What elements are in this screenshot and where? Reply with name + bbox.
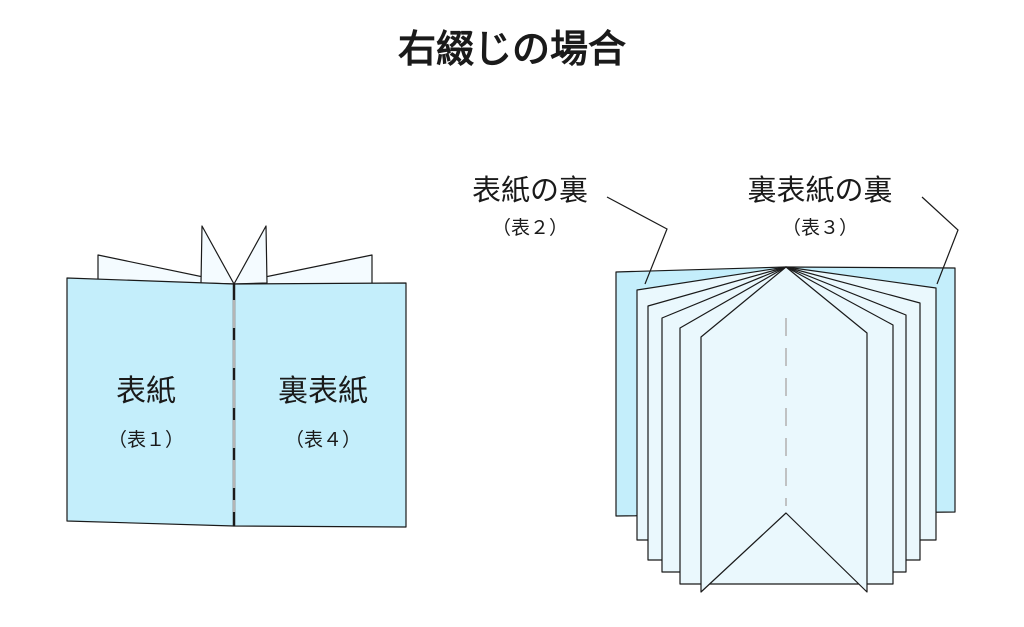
- diagram-title: 右綴じの場合: [398, 27, 626, 71]
- inside-back-cover-sub-label: （表３）: [782, 217, 858, 239]
- back-cover-sub-label: （表４）: [285, 429, 361, 451]
- leader-line-inside-front: [606, 196, 668, 285]
- front-cover-label: 表紙: [116, 374, 176, 409]
- closed-book-illustration: 表紙 （表１） 裏表紙 （表４）: [66, 225, 407, 528]
- page-layer-front: [700, 266, 868, 593]
- open-book-illustration: 表紙の裏 （表２） 裏表紙の裏 （表３）: [472, 173, 959, 593]
- inside-back-cover-label: 裏表紙の裏: [747, 173, 892, 207]
- inside-front-cover-sub-label: （表２）: [492, 217, 568, 239]
- leader-line-inside-back: [921, 196, 959, 285]
- peeking-page-tip-left: [200, 225, 235, 285]
- inside-front-cover-label: 表紙の裏: [472, 173, 588, 207]
- front-cover-sub-label: （表１）: [108, 429, 184, 451]
- back-cover-label: 裏表紙: [278, 374, 368, 409]
- peeking-page-tip-right: [233, 225, 268, 285]
